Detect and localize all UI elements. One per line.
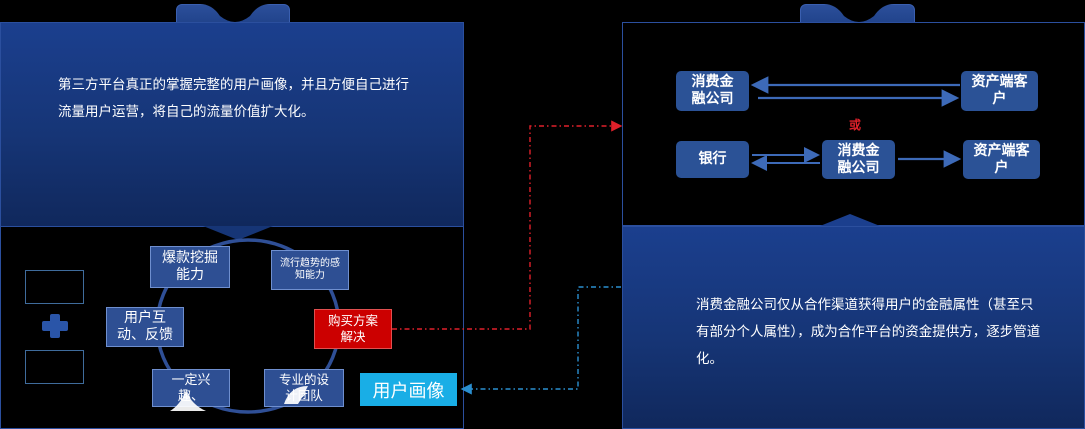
left-side-box-bottom [25, 350, 84, 384]
right-description-panel [622, 226, 1085, 429]
left-description-text: 第三方平台真正的掌握完整的用户画像，并且方便自己进行流量用户运营，将自己的流量价… [58, 77, 409, 120]
right-panel-pointer [815, 214, 885, 228]
plus-icon [42, 314, 68, 338]
left-description-panel [0, 22, 464, 227]
right-tab-notch [824, 4, 894, 22]
left-side-box-top [25, 270, 84, 304]
cycle-node-purchase: 购买方案解决 [314, 309, 392, 349]
glow-decoration-left [170, 391, 206, 411]
right-flow-panel [622, 22, 1085, 226]
left-panel-pointer [203, 226, 273, 240]
row2-finance-company: 消费金融公司 [822, 140, 895, 179]
cycle-node-interaction: 用户互动、反馈 [106, 307, 184, 347]
left-tab-notch [200, 4, 270, 22]
row2-asset-client: 资产端客户 [963, 140, 1040, 179]
user-profile-badge: 用户画像 [360, 373, 457, 406]
glow-decoration-right [284, 386, 308, 404]
or-label: 或 [849, 118, 862, 132]
blue-connector [460, 286, 621, 395]
row1-finance-company: 消费金融公司 [676, 71, 749, 111]
cycle-node-hot-product: 爆款挖掘能力 [150, 246, 230, 288]
cycle-node-trend: 流行趋势的感知能力 [271, 250, 349, 290]
red-connector [392, 120, 623, 330]
row2-bank: 银行 [676, 141, 749, 178]
row1-asset-client: 资产端客户 [961, 71, 1038, 111]
right-description-text: 消费金融公司仅从合作渠道获得用户的金融属性（甚至只有部分个人属性），成为合作平台… [696, 297, 1041, 367]
